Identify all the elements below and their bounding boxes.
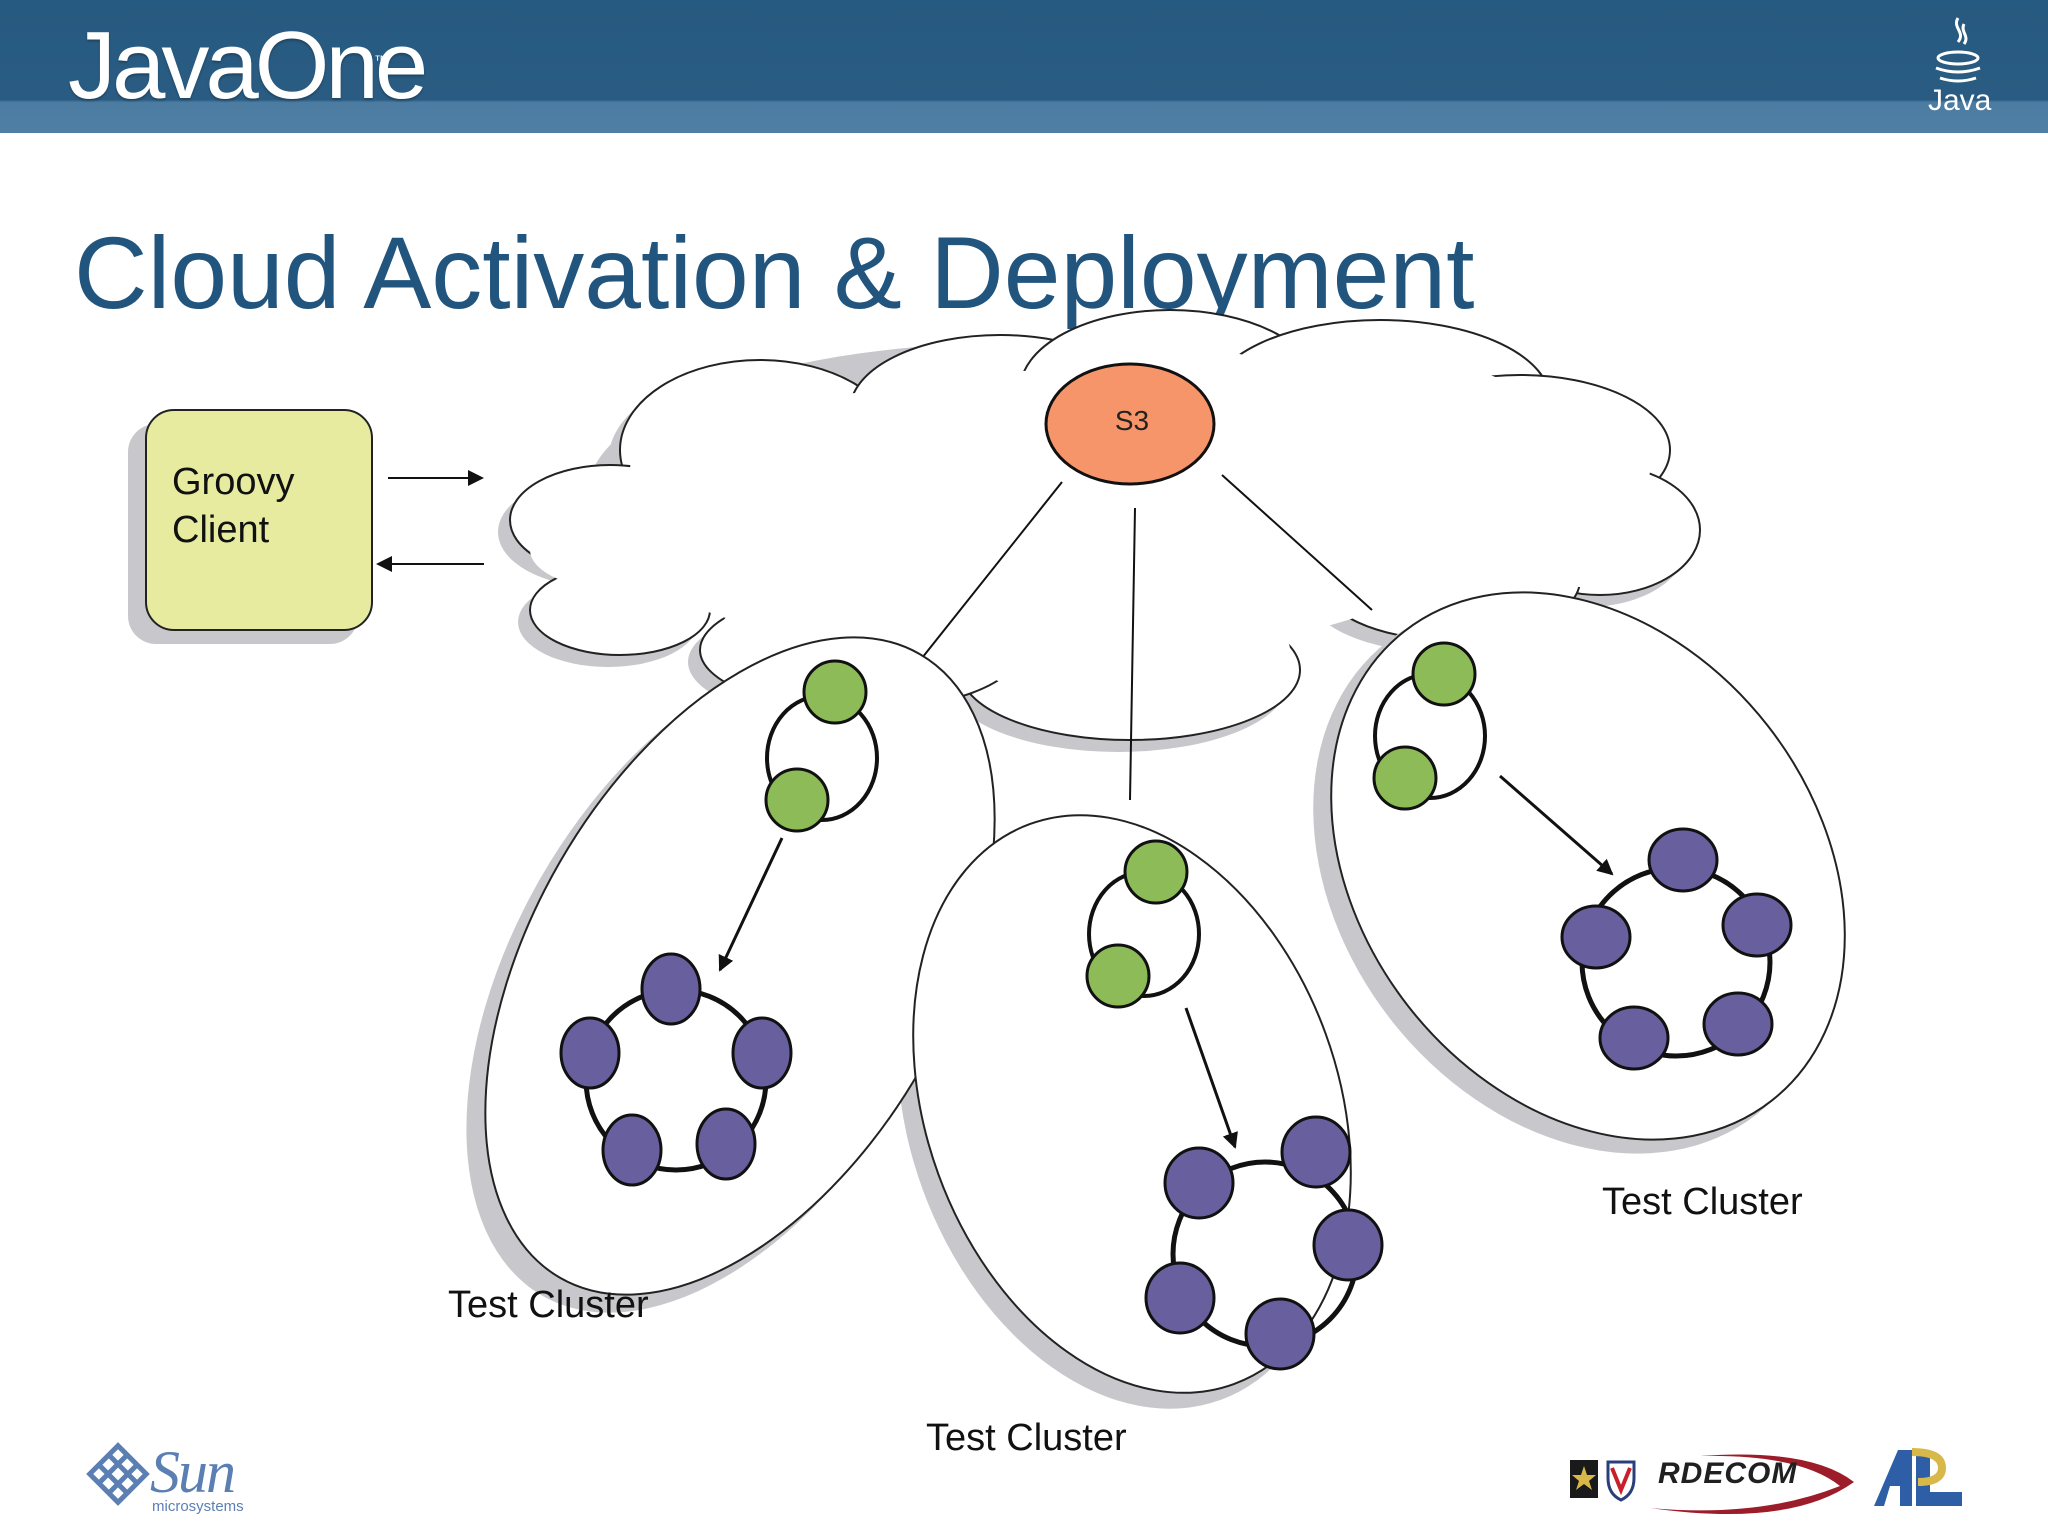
purple-node [1721,892,1793,958]
green-node [1372,745,1438,811]
slide-title: Cloud Activation & Deployment [74,216,1475,330]
java-logo-text: Java [1928,84,1992,117]
cloud-fill [530,348,1670,705]
cluster-center [912,814,1352,1394]
purple-node [731,1016,793,1090]
groovy-client-box [145,409,373,631]
purple-node [1702,991,1774,1057]
purple-node [1280,1115,1352,1189]
cluster-left-label: Test Cluster [448,1284,649,1326]
cluster-right-nodes [1372,641,1793,1071]
sun-microsystems-logo-mark [86,1442,150,1506]
deploy-arrow [718,837,784,972]
cluster-center-nodes [1085,839,1384,1371]
rdecom-swoosh-icon [1650,1454,1854,1515]
purple-node [1144,1261,1216,1335]
arl-logo [1874,1448,1962,1506]
groovy-client-label-line1: Groovy [172,461,294,503]
purple-node [1312,1208,1384,1282]
cluster-right-label: Test Cluster [1602,1181,1803,1223]
purple-node [1244,1297,1316,1371]
slide-header-bar: JavaOne ™ Java [0,0,2048,133]
purple-node [559,1016,621,1090]
deploy-arrow [1184,1007,1238,1149]
groovy-client-label-line2: Client [172,509,270,551]
javaone-logo: JavaOne [68,12,428,119]
purple-node [640,952,702,1026]
green-node [1085,943,1151,1009]
cluster-center-label: Test Cluster [926,1417,1127,1459]
deploy-arrow [1499,774,1614,876]
purple-node [1560,904,1632,970]
purple-node [1163,1146,1235,1220]
javaone-trademark: ™ [374,52,388,68]
rdecom-logo-text: RDECOM [1658,1457,1798,1490]
green-node [1123,839,1189,905]
sun-logo-text: Sun [150,1439,236,1505]
purple-node [601,1113,663,1187]
s3-link-center [1129,507,1136,801]
sun-logo-subtext: microsystems [152,1498,244,1515]
green-node [1411,641,1477,707]
java-cup-icon [1935,17,1981,83]
s3-link-right [1221,474,1373,611]
cluster-left-nodes [559,659,879,1187]
purple-node [1647,827,1719,893]
green-node [764,767,830,833]
green-node [802,659,868,725]
s3-label: S3 [1115,405,1149,436]
army-star-icon [1570,1460,1636,1502]
purple-node [1598,1005,1670,1071]
s3-link-left [921,481,1063,659]
purple-node [695,1107,757,1181]
s3-storage-node [1044,362,1216,486]
